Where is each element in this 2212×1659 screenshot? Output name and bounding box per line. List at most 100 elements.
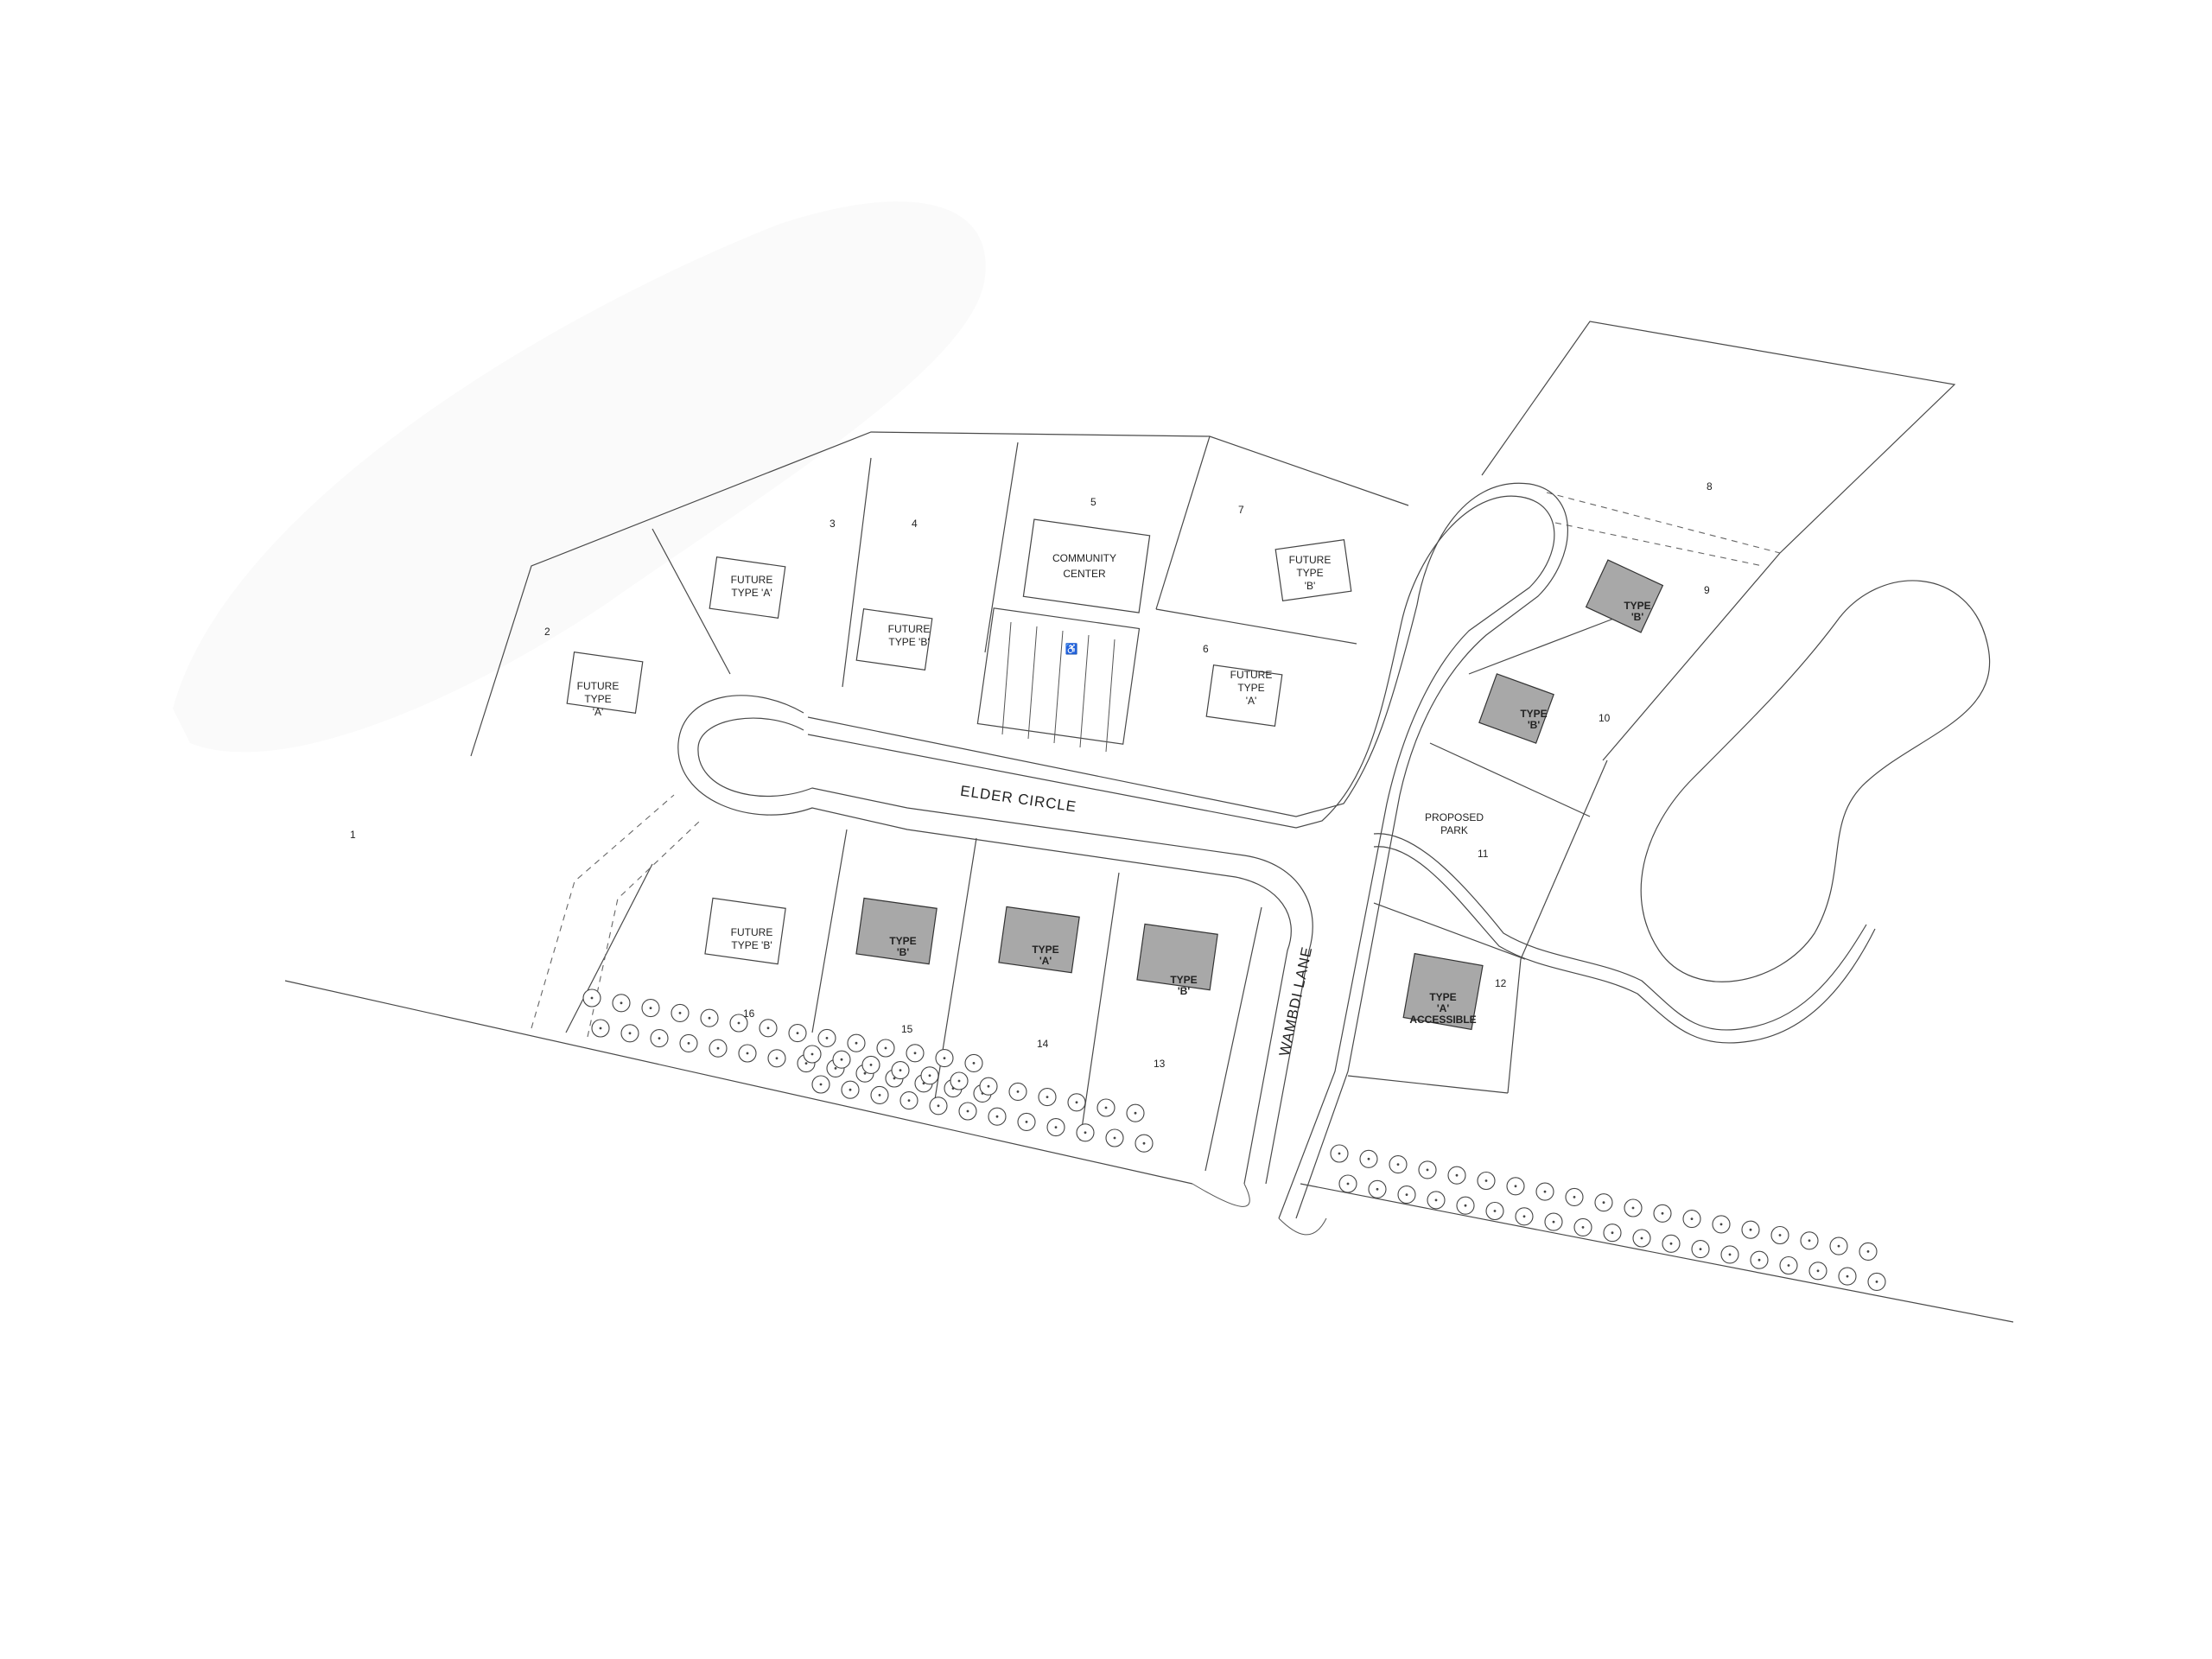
tree-center-dot (716, 1046, 720, 1050)
tree-center-dot (1846, 1274, 1849, 1278)
lot-number: 13 (1154, 1058, 1166, 1070)
tree-center-dot (869, 1064, 873, 1066)
tree-center-dot (849, 1088, 852, 1091)
lot16-house-label: TYPE 'B' (731, 939, 772, 951)
tree-center-dot (775, 1057, 779, 1060)
tree-center-dot (1875, 1281, 1878, 1283)
proposed-park-label: PARK (1440, 824, 1468, 836)
tree-center-dot (599, 1027, 602, 1030)
tree-center-dot (1046, 1096, 1049, 1098)
tree-center-dot (1142, 1141, 1146, 1145)
tree-center-dot (1581, 1226, 1585, 1229)
tree-center-dot (1552, 1220, 1555, 1224)
tree-center-dot (804, 1062, 808, 1065)
tree-center-dot (658, 1037, 661, 1039)
tree-center-dot (1808, 1239, 1811, 1243)
lot13-house-label: TYPE (1170, 974, 1197, 986)
tree-center-dot (678, 1012, 682, 1014)
tree-center-dot (1434, 1198, 1438, 1202)
lot12-house-label: ACCESSIBLE (1409, 1014, 1476, 1026)
tree-center-dot (863, 1071, 867, 1075)
lot-number: 9 (1704, 584, 1710, 596)
lot2-house-label: 'A' (593, 706, 604, 718)
wambdi-lane-label: WAMBDI LANE (1276, 945, 1315, 1058)
lot4-house (855, 608, 933, 671)
tree-center-dot (649, 1007, 652, 1009)
tree-center-dot (1514, 1185, 1517, 1188)
lot7-house-label: TYPE (1296, 567, 1323, 579)
tree-center-dot (1778, 1234, 1782, 1236)
lot-numbers: 1 2 3 4 5 6 7 8 9 10 11 12 13 14 15 16 (350, 480, 1713, 1070)
tree-center-dot (957, 1079, 961, 1083)
community-center-building (1022, 518, 1151, 613)
tree-center-dot (746, 1052, 749, 1055)
lot10-house-label: TYPE (1520, 708, 1547, 720)
tree-center-dot (1405, 1193, 1408, 1196)
lot2-house (566, 652, 644, 714)
tree-center-dot (1367, 1157, 1370, 1160)
lot12-house-label: TYPE (1429, 991, 1456, 1003)
elder-circle-road (677, 482, 1568, 1236)
community-center-label: COMMUNITY (1052, 552, 1116, 564)
tree-center-dot (687, 1042, 690, 1045)
tree-center-dot (1758, 1258, 1761, 1262)
tree-center-dot (987, 1084, 990, 1088)
lot2-house-label: TYPE (584, 693, 611, 705)
tree-center-dot (737, 1021, 741, 1025)
tree-center-dot (766, 1027, 770, 1030)
lot-number: 16 (743, 1007, 755, 1020)
lot16-house (704, 897, 786, 965)
lot14-house-label: 'A' (1039, 955, 1052, 967)
tree-center-dot (943, 1057, 946, 1059)
lot-number: 3 (830, 518, 836, 530)
lot-number: 4 (912, 518, 918, 530)
tree-center-dot (834, 1067, 837, 1070)
lot-number: 5 (1090, 496, 1096, 508)
tree-center-dot (1631, 1206, 1635, 1210)
tree-center-dot (907, 1099, 911, 1102)
tree-center-dot (1866, 1250, 1870, 1253)
tree-center-dot (620, 1001, 623, 1005)
tree-center-dot (1396, 1163, 1400, 1166)
tree-center-dot (913, 1052, 917, 1055)
parking-lot: ♿ (976, 607, 1141, 753)
lot6-house-label: TYPE (1237, 682, 1264, 694)
lot-number: 2 (544, 626, 550, 638)
tree-center-dot (1699, 1248, 1702, 1250)
tree-center-dot (1728, 1253, 1732, 1256)
buildings (566, 518, 1664, 1031)
tree-center-dot (1455, 1173, 1459, 1177)
tree-center-dot (1376, 1187, 1379, 1191)
lot9-house-label: TYPE (1624, 600, 1650, 612)
lot6-house-label: 'A' (1246, 695, 1257, 707)
lot12-house-label: 'A' (1437, 1002, 1450, 1014)
lot12-house (1402, 952, 1484, 1031)
tree-center-dot (1346, 1182, 1350, 1185)
tree-center-dot (1543, 1190, 1547, 1193)
tree-center-dot (878, 1094, 881, 1096)
lot-number: 8 (1707, 480, 1713, 493)
tree-center-dot (1084, 1131, 1087, 1135)
tree-center-dot (825, 1037, 829, 1039)
tree-center-dot (972, 1062, 976, 1065)
tree-center-dot (1426, 1168, 1429, 1172)
elder-circle-label: ELDER CIRCLE (959, 783, 1077, 816)
building-labels: COMMUNITY CENTER FUTURE TYPE 'A' FUTURE … (577, 552, 1651, 1026)
tree-center-dot (1719, 1223, 1723, 1226)
lot7-house-label: FUTURE (1289, 554, 1332, 566)
tree-center-dot (1104, 1106, 1108, 1109)
tree-center-dot (708, 1016, 711, 1020)
tree-center-dot (819, 1083, 823, 1086)
lot13-house (1136, 923, 1218, 991)
lot3-house (709, 556, 786, 619)
tree-center-dot (1134, 1111, 1137, 1115)
tree-center-dot (928, 1074, 931, 1077)
pond-outline (1640, 580, 1990, 982)
lot16-house-label: FUTURE (731, 926, 773, 938)
lot-number: 7 (1238, 504, 1244, 516)
tree-center-dot (590, 996, 594, 1000)
tree-center-dot (1054, 1126, 1058, 1128)
lot-number: 14 (1037, 1038, 1049, 1050)
tree-center-dot (899, 1069, 902, 1071)
trees-south (582, 988, 1886, 1291)
